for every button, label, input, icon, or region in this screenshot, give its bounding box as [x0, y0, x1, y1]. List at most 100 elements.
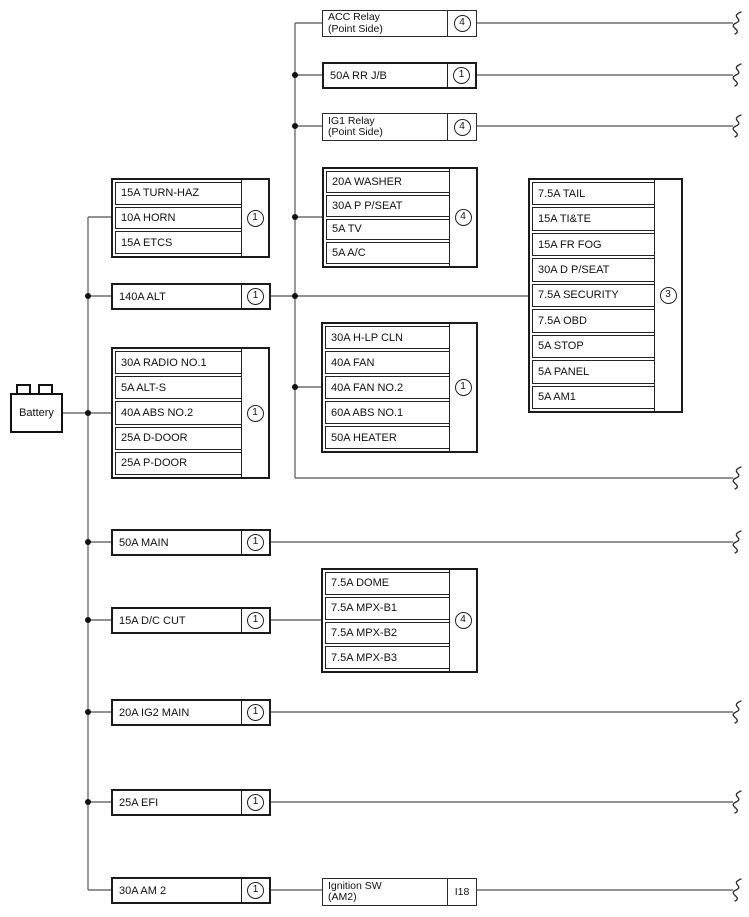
- fuse-group-dome-mpx: 7.5A DOME 7.5A MPX-B1 7.5A MPX-B2 7.5A M…: [321, 568, 478, 673]
- junction-dots: [85, 72, 298, 805]
- fuse-25a-efi: 25A EFI 1: [111, 789, 271, 816]
- fuse-row: 15A FR FOG: [532, 232, 654, 257]
- fuse-row: 60A ABS NO.1: [325, 401, 449, 424]
- fuse-label: 15A FR FOG: [538, 238, 602, 251]
- junction-dot: [292, 123, 298, 129]
- fuse-rows: 7.5A DOME 7.5A MPX-B1 7.5A MPX-B2 7.5A M…: [323, 570, 449, 671]
- fuse-label: 7.5A MPX-B3: [331, 651, 398, 664]
- circled-number: 1: [247, 612, 264, 629]
- fuse-row: 30A P P/SEAT: [326, 194, 449, 217]
- connector-label-line2: (AM2): [328, 891, 357, 903]
- fuse-label: 50A HEATER: [331, 431, 397, 444]
- fuse-label: 15A ETCS: [121, 236, 173, 249]
- fuse-label: 30A D P/SEAT: [538, 264, 610, 277]
- junction-dot: [85, 410, 91, 416]
- fuse-label: 7.5A DOME: [331, 577, 390, 590]
- circled-number: 1: [247, 704, 264, 721]
- ref-tag-cell: 1: [241, 349, 268, 477]
- circled-number: 1: [247, 794, 264, 811]
- connector-label: Ignition SW (AM2): [323, 879, 447, 905]
- fuse-row: 30A D P/SEAT: [532, 258, 654, 282]
- acc-relay-box: ACC Relay (Point Side) 4: [322, 10, 477, 37]
- fuse-row: 25A D-DOOR: [115, 426, 241, 450]
- ref-tag-cell: 1: [449, 324, 476, 451]
- fuse-group-turnhaz-horn-etcs: 15A TURN-HAZ 10A HORN 15A ETCS 1: [111, 178, 270, 258]
- fuse-row: 40A ABS NO.2: [115, 401, 241, 425]
- fuse-label: 140A ALT: [119, 290, 166, 303]
- fuse-label: 25A D-DOOR: [121, 432, 188, 445]
- fuse-label: 30A P P/SEAT: [332, 199, 403, 212]
- fuse-label: 15A TI&TE: [538, 213, 591, 226]
- fuse-label: 25A EFI: [119, 796, 159, 809]
- fuse-row: 5A TV: [326, 218, 449, 241]
- wire-break-icon: [732, 466, 742, 490]
- wire-break-icon: [732, 790, 742, 814]
- junction-dot: [292, 384, 298, 390]
- fuse-row: 7.5A MPX-B3: [325, 646, 449, 669]
- circled-number: 4: [454, 612, 472, 629]
- fuse-label: 40A FAN NO.2: [331, 381, 404, 394]
- junction-dot: [85, 617, 91, 623]
- connector-id-cell: I18: [447, 879, 476, 905]
- fuse-label: 20A IG2 MAIN: [119, 706, 190, 719]
- fuse-label: 7.5A TAIL: [538, 187, 586, 200]
- circled-number: 1: [246, 209, 264, 227]
- battery-label: Battery: [19, 407, 54, 419]
- fuse-group-hlpcln-fan-abs-heater: 30A H-LP CLN 40A FAN 40A FAN NO.2 60A AB…: [321, 322, 478, 453]
- fuse-label: 5A PANEL: [538, 365, 590, 378]
- fuse-30a-am2: 30A AM 2 1: [111, 877, 271, 904]
- wire-break-icon: [732, 530, 742, 554]
- wire-breaks: [732, 11, 742, 902]
- connector-label-line1: Ignition SW: [328, 879, 382, 892]
- fuse-rows: 30A RADIO NO.1 5A ALT-S 40A ABS NO.2 25A…: [113, 349, 241, 477]
- fuse-group-tail-security-panel: 7.5A TAIL 15A TI&TE 15A FR FOG 30A D P/S…: [528, 178, 683, 413]
- relay-label-line1: IG1 Relay: [328, 114, 375, 127]
- fuse-row: 30A RADIO NO.1: [115, 351, 241, 375]
- fuse-row: 5A ALT-S: [115, 376, 241, 400]
- junction-dot: [85, 709, 91, 715]
- fuse-rows: 15A TURN-HAZ 10A HORN 15A ETCS: [113, 180, 241, 256]
- fuse-group-radio-altS-abs-doors: 30A RADIO NO.1 5A ALT-S 40A ABS NO.2 25A…: [111, 347, 270, 479]
- fuse-label: 7.5A MPX-B1: [331, 602, 398, 615]
- circled-number: 1: [247, 534, 264, 551]
- fuse-row: 7.5A TAIL: [532, 182, 654, 206]
- junction-dot: [292, 214, 298, 220]
- circled-number: 4: [453, 118, 471, 136]
- wires: [63, 22, 733, 891]
- junction-dot: [85, 799, 91, 805]
- fuse-row: 40A FAN NO.2: [325, 376, 449, 399]
- fuse-row: 5A A/C: [326, 242, 449, 264]
- fuse-label: 5A ALT-S: [121, 381, 167, 394]
- fuse-row: 5A STOP: [532, 334, 654, 359]
- connector-id: I18: [454, 886, 470, 898]
- relay-label-line1: ACC Relay: [328, 11, 380, 23]
- fuse-label: 10A HORN: [121, 211, 176, 224]
- fuse-row: 40A FAN: [325, 351, 449, 374]
- fuse-label: 50A RR J/B: [330, 69, 387, 82]
- ref-tag-cell: 1: [241, 879, 269, 902]
- wire-break-icon: [732, 114, 742, 138]
- fuse-row: 50A HEATER: [325, 426, 449, 449]
- fuse-label: 5A STOP: [538, 340, 584, 353]
- fuse-row: 15A ETCS: [115, 231, 241, 254]
- fuse-row: 15A TURN-HAZ: [115, 182, 241, 205]
- fuse-50a-main: 50A MAIN 1: [111, 529, 271, 556]
- ignition-switch-box: Ignition SW (AM2) I18: [322, 878, 477, 906]
- fuse-rows: 7.5A TAIL 15A TI&TE 15A FR FOG 30A D P/S…: [530, 180, 654, 411]
- ref-tag-cell: 1: [447, 64, 475, 87]
- relay-label-line2: (Point Side): [328, 22, 383, 35]
- ref-tag-cell: 1: [241, 180, 268, 256]
- fuse-row: 10A HORN: [115, 206, 241, 230]
- ig1-relay-box: IG1 Relay (Point Side) 4: [322, 113, 477, 141]
- wire-break-icon: [732, 878, 742, 902]
- fuse-row: 5A AM1: [532, 385, 654, 409]
- fuse-label: 5A TV: [332, 223, 362, 236]
- ref-tag-cell: 3: [654, 180, 681, 411]
- fuse-row: 7.5A MPX-B1: [325, 596, 449, 620]
- fuse-label: 7.5A MPX-B2: [331, 626, 398, 639]
- relay-label: ACC Relay (Point Side): [323, 11, 447, 36]
- fuse-rows: 30A H-LP CLN 40A FAN 40A FAN NO.2 60A AB…: [323, 324, 449, 451]
- fuse-rows: 20A WASHER 30A P P/SEAT 5A TV 5A A/C: [324, 169, 449, 266]
- fuse-row: 25A P-DOOR: [115, 451, 241, 475]
